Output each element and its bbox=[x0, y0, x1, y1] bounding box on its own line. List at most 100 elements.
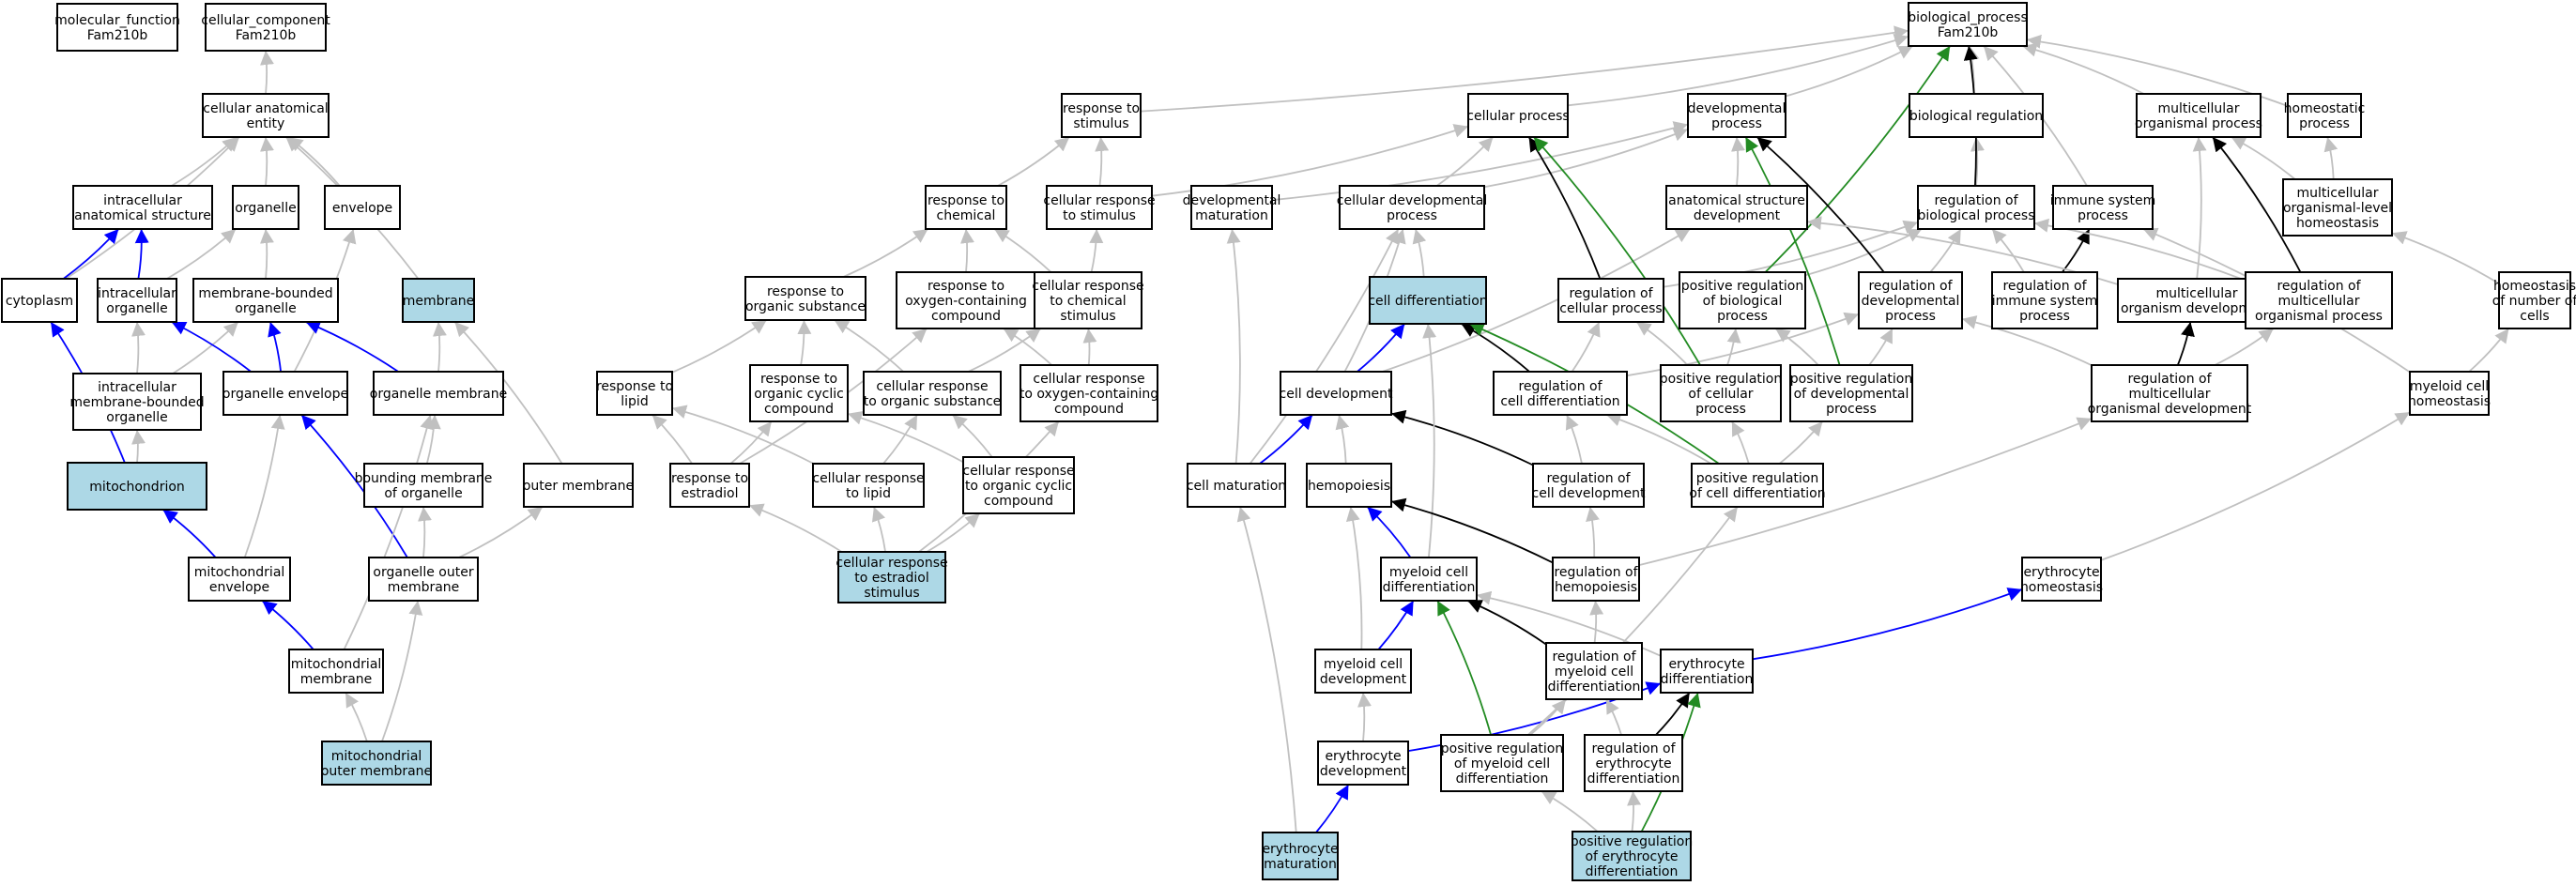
term-node-cmat[interactable]: cell maturation bbox=[1187, 463, 1286, 508]
edge-is-a bbox=[729, 420, 773, 465]
term-node-breg[interactable]: biological regulation bbox=[1909, 93, 2044, 138]
term-node-omem[interactable]: organelle membrane bbox=[370, 371, 507, 416]
term-node-oenv[interactable]: organelle envelope bbox=[222, 371, 348, 416]
edge-path bbox=[1961, 315, 2093, 367]
edge-path bbox=[1731, 136, 1745, 187]
term-label-line: membrane bbox=[403, 294, 475, 309]
term-label-line: positive regulation bbox=[1681, 279, 1803, 294]
edge-is-a bbox=[1726, 328, 1741, 366]
edge-part-of bbox=[63, 228, 120, 280]
edge-regulates bbox=[2176, 321, 2195, 366]
term-node-cp[interactable]: cellular process bbox=[1466, 93, 1570, 138]
term-node-organelle[interactable]: organelle bbox=[232, 185, 299, 230]
term-label-line: organelle outer bbox=[373, 565, 473, 580]
term-node-cdev[interactable]: cell development bbox=[1280, 371, 1393, 416]
term-label-line: myeloid cell bbox=[1555, 664, 1633, 680]
term-box bbox=[1687, 93, 1786, 138]
term-label-line: membrane-bounded bbox=[198, 286, 332, 301]
term-node-membrane[interactable]: membrane bbox=[402, 278, 475, 323]
term-node-cdiff[interactable]: cell differentiation bbox=[1368, 276, 1488, 325]
term-node-envelope[interactable]: envelope bbox=[324, 185, 401, 230]
term-box bbox=[363, 463, 483, 508]
term-box bbox=[1317, 741, 1409, 786]
term-node-mito[interactable]: mitochondrion bbox=[67, 462, 207, 511]
term-label-line: regulation of bbox=[1546, 471, 1631, 486]
term-label-line: biological_process bbox=[1908, 10, 2028, 25]
edge-path bbox=[2062, 228, 2091, 273]
term-box bbox=[1584, 734, 1683, 792]
edge-path bbox=[1483, 128, 1689, 189]
term-label-line: mitochondrion bbox=[89, 480, 185, 495]
term-node-outm[interactable]: outer membrane bbox=[523, 463, 634, 508]
edge-is-a bbox=[1731, 136, 1745, 187]
edge-path bbox=[671, 405, 815, 465]
term-node-cytoplasm[interactable]: cytoplasm bbox=[1, 278, 78, 323]
edge-path bbox=[1095, 136, 1110, 187]
term-label-line: membrane-bounded bbox=[69, 395, 204, 410]
term-node-hemo[interactable]: hemopoiesis bbox=[1306, 463, 1392, 508]
edge-is-a bbox=[1095, 136, 1110, 187]
